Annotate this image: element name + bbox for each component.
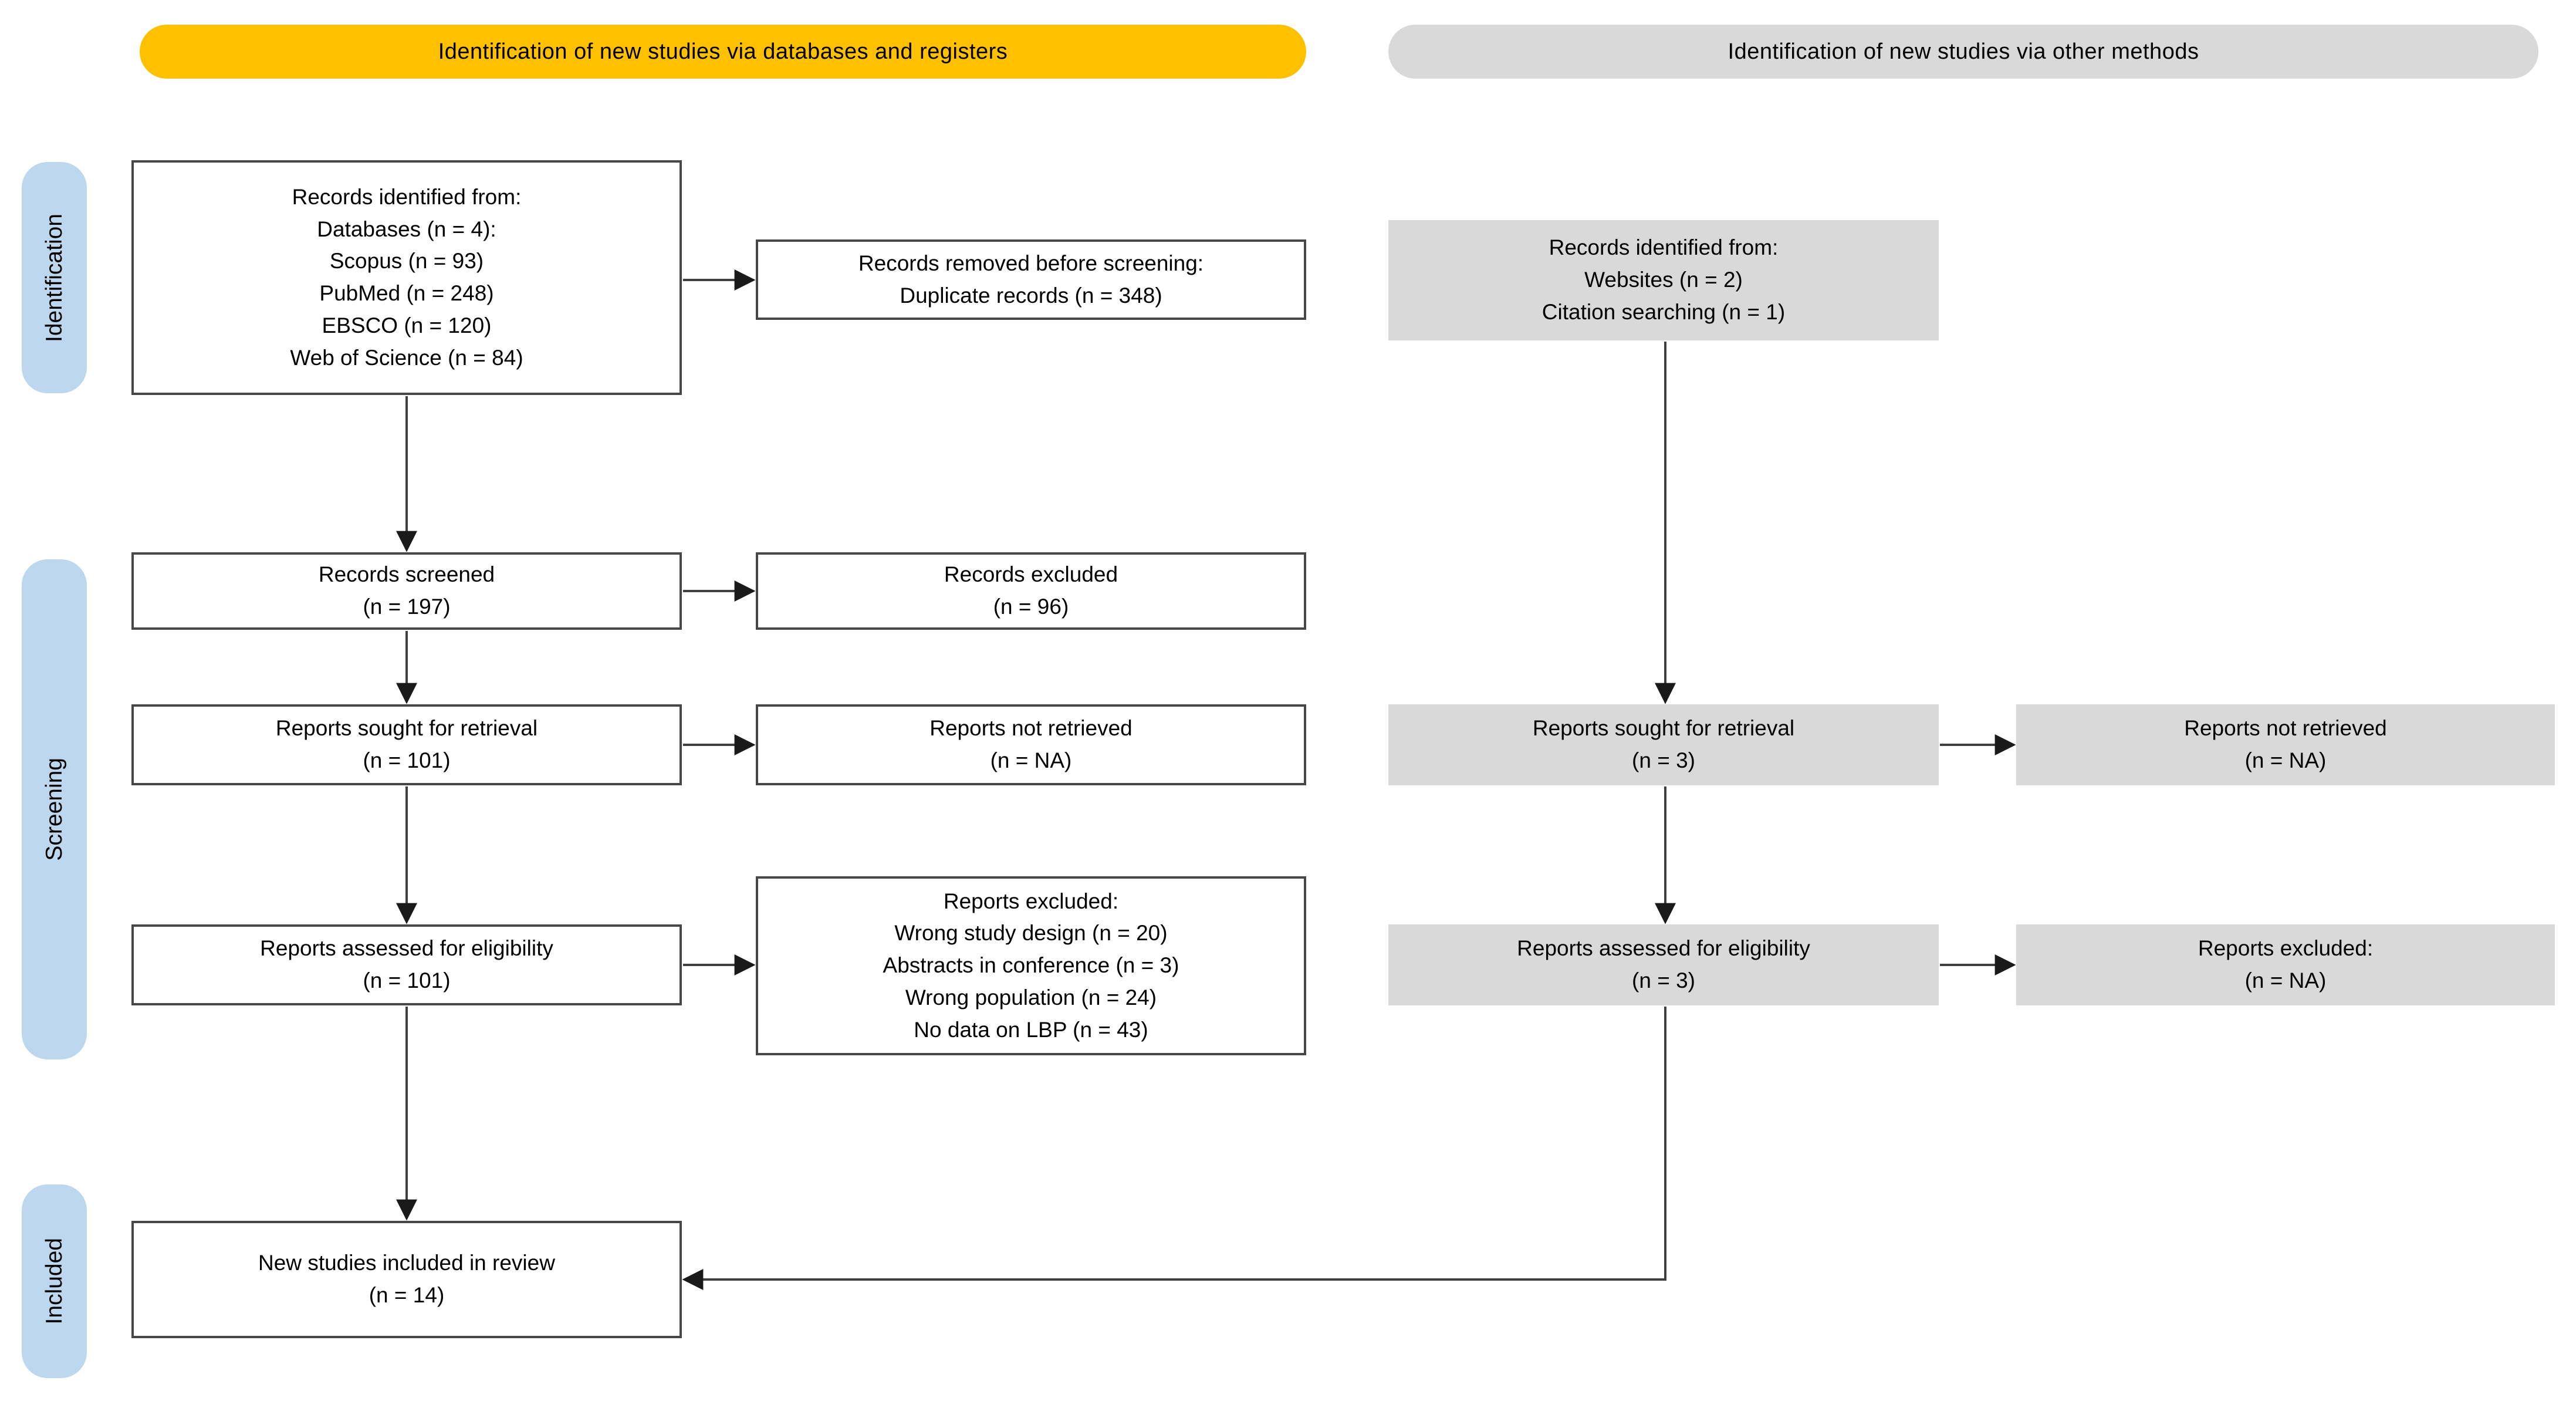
stage-label-identification: Identification: [41, 213, 67, 342]
box-line: Records screened: [318, 562, 495, 587]
box-records-excluded: Records excluded (n = 96): [756, 552, 1306, 630]
stage-label-included: Included: [41, 1238, 67, 1325]
stage-pill-included: Included: [22, 1184, 87, 1378]
box-reports-not-retrieved-left: Reports not retrieved (n = NA): [756, 704, 1306, 785]
box-reports-assessed-right: Reports assessed for eligibility (n = 3): [1388, 924, 1939, 1005]
box-reports-sought-right: Reports sought for retrieval (n = 3): [1388, 704, 1939, 785]
box-line: New studies included in review: [258, 1251, 555, 1275]
stage-label-screening: Screening: [41, 758, 67, 861]
box-line: No data on LBP (n = 43): [914, 1017, 1148, 1042]
box-line: Reports sought for retrieval: [275, 716, 538, 741]
stage-pill-identification: Identification: [22, 162, 87, 393]
box-line: Citation searching (n = 1): [1541, 299, 1786, 324]
box-line: (n = 101): [363, 968, 451, 992]
box-line: (n = 3): [1632, 748, 1695, 772]
box-records-removed-before-screening: Records removed before screening: Duplic…: [756, 239, 1306, 320]
box-line: Databases (n = 4):: [317, 217, 496, 241]
box-line: Reports assessed for eligibility: [1517, 936, 1810, 961]
stage-pill-screening: Screening: [22, 559, 87, 1059]
box-line: Reports not retrieved: [2184, 716, 2387, 741]
box-line: Records excluded: [944, 562, 1118, 587]
box-reports-excluded-reasons: Reports excluded: Wrong study design (n …: [756, 876, 1306, 1055]
box-line: (n = 197): [363, 595, 451, 619]
box-line: Reports excluded:: [943, 889, 1119, 913]
box-line: Reports assessed for eligibility: [260, 936, 553, 961]
box-line: (n = 3): [1632, 968, 1695, 992]
box-line: (n = 14): [369, 1283, 445, 1307]
box-reports-sought-left: Reports sought for retrieval (n = 101): [131, 704, 682, 785]
box-line: Web of Science (n = 84): [290, 345, 523, 370]
box-line: Wrong population (n = 24): [905, 985, 1157, 1010]
box-line: Reports excluded:: [2198, 936, 2374, 961]
box-line: Abstracts in conference (n = 3): [883, 953, 1179, 978]
box-line: Records identified from:: [292, 184, 522, 209]
box-records-identified-other: Records identified from: Websites (n = 2…: [1388, 220, 1939, 340]
box-line: Scopus (n = 93): [329, 249, 484, 274]
box-line: EBSCO (n = 120): [322, 313, 492, 337]
banner-other-methods: Identification of new studies via other …: [1388, 25, 2538, 79]
box-line: Websites (n = 2): [1584, 268, 1743, 292]
box-reports-assessed-left: Reports assessed for eligibility (n = 10…: [131, 924, 682, 1005]
box-line: Reports sought for retrieval: [1532, 716, 1795, 741]
box-line: (n = NA): [2244, 968, 2327, 992]
box-line: PubMed (n = 248): [319, 281, 494, 305]
box-line: Records removed before screening:: [858, 251, 1204, 275]
box-line: (n = NA): [990, 748, 1072, 772]
box-line: (n = 101): [363, 748, 451, 772]
box-line: (n = NA): [2244, 748, 2327, 772]
box-reports-not-retrieved-right: Reports not retrieved (n = NA): [2016, 704, 2555, 785]
box-line: Duplicate records (n = 348): [900, 283, 1162, 308]
box-line: Wrong study design (n = 20): [894, 921, 1168, 946]
box-records-identified-databases: Records identified from: Databases (n = …: [131, 160, 682, 395]
box-reports-excluded-right: Reports excluded: (n = NA): [2016, 924, 2555, 1005]
box-line: Reports not retrieved: [929, 716, 1133, 741]
box-records-screened: Records screened (n = 197): [131, 552, 682, 630]
box-line: (n = 96): [993, 595, 1069, 619]
box-line: Records identified from:: [1549, 235, 1779, 260]
banner-databases-registers: Identification of new studies via databa…: [140, 25, 1306, 79]
box-new-studies-included: New studies included in review (n = 14): [131, 1221, 682, 1338]
